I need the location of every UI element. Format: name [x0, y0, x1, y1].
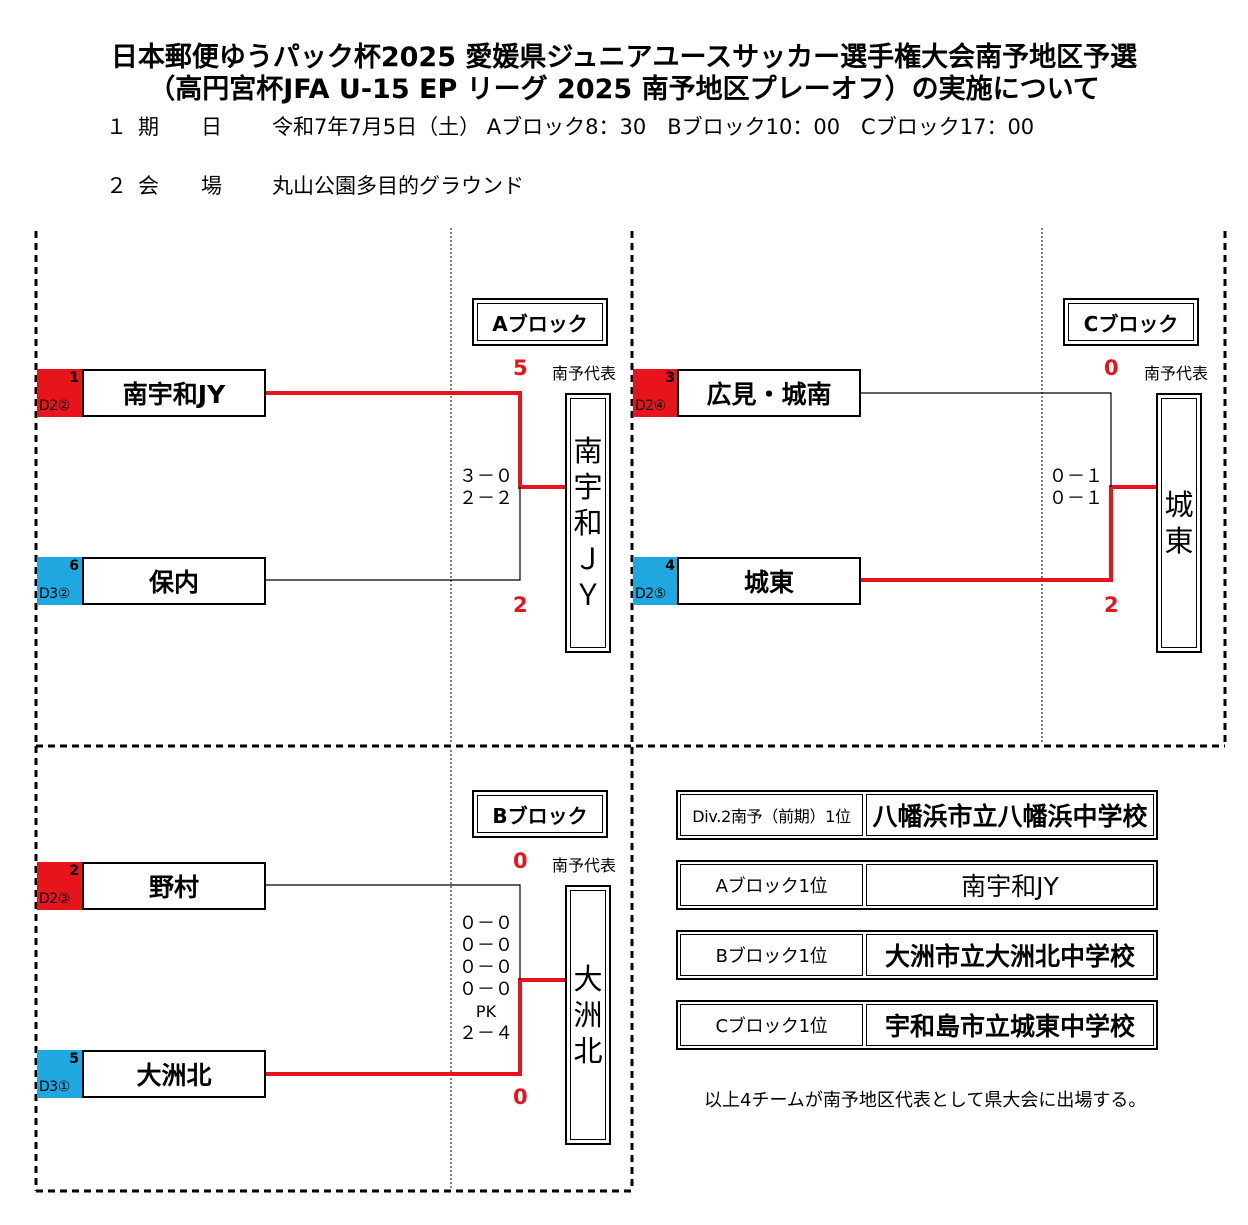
block-b-top-seed: 2 D2③	[37, 862, 83, 910]
block-a-bottom-team: 保内	[82, 557, 266, 605]
summary-row-div2: Div.2南予（前期）1位 八幡浜市立八幡浜中学校	[676, 790, 1158, 840]
block-b-top-team: 野村	[82, 862, 266, 910]
block-a-bottom-seed: 6 D3②	[37, 557, 83, 605]
block-c-rep-label: 南予代表	[1144, 364, 1209, 383]
date-label: 期 日	[138, 115, 222, 139]
block-b-top-score: 0	[513, 849, 528, 873]
block-b-period-scores: ０－０ ０－０ ０－０ ０－０ PK ２－４	[459, 913, 513, 1044]
summary-label: Cブロック1位	[680, 1004, 863, 1046]
block-a-top-seed: 1 D2②	[37, 369, 83, 417]
block-c-top-team: 広見・城南	[677, 369, 861, 417]
block-b-rep-label: 南予代表	[552, 856, 617, 875]
title-line-2: （高円宮杯JFA U-15 EP リーグ 2025 南予地区プレーオフ）の実施に…	[148, 74, 1100, 105]
block-a-top-score: 5	[513, 356, 528, 380]
summary-label: Aブロック1位	[680, 864, 863, 906]
block-c-bottom-seed: 4 D2⑤	[633, 557, 679, 605]
block-c-lines	[861, 392, 1156, 582]
block-a-winner: 南 宇 和 Ｊ Ｙ	[565, 393, 611, 653]
block-b-lose-path	[265, 884, 521, 980]
block-a-rep-label: 南予代表	[552, 364, 617, 383]
summary-value: 宇和島市立城東中学校	[866, 1004, 1154, 1046]
block-c-win-path	[861, 485, 1156, 582]
summary-value: 大洲市立大洲北中学校	[866, 934, 1154, 976]
block-b-bottom-team: 大洲北	[82, 1050, 266, 1098]
block-b-win-path	[265, 978, 565, 1076]
block-c-lose-path	[861, 392, 1112, 487]
block-a-top-team: 南宇和JY	[82, 369, 266, 417]
block-c-bottom-team: 城東	[677, 557, 861, 605]
block-c-period-scores: ０－１ ０－１	[1049, 466, 1103, 509]
summary-value: 南宇和JY	[866, 864, 1154, 906]
summary-label: Bブロック1位	[680, 934, 863, 976]
summary-value: 八幡浜市立八幡浜中学校	[866, 794, 1154, 836]
block-b-lines	[265, 884, 565, 1076]
summary-row-block-b: Bブロック1位 大洲市立大洲北中学校	[676, 930, 1158, 980]
block-c-top-score: 0	[1104, 356, 1119, 380]
title-line-1: 日本郵便ゆうパック杯2025 愛媛県ジュニアユースサッカー選手権大会南予地区予選	[110, 42, 1138, 73]
block-c-label: Cブロック	[1063, 298, 1199, 346]
summary-note: 以上4チームが南予地区代表として県大会に出場する。	[704, 1090, 1147, 1111]
summary-row-block-c: Cブロック1位 宇和島市立城東中学校	[676, 1000, 1158, 1050]
block-b-label: Bブロック	[472, 790, 608, 838]
block-a-lines	[265, 391, 565, 581]
block-a-win-path	[265, 391, 565, 489]
venue-label: 会 場	[138, 174, 222, 198]
summary-row-block-a: Aブロック1位 南宇和JY	[676, 860, 1158, 910]
block-a-bottom-score: 2	[513, 593, 528, 617]
block-b-bottom-seed: 5 D3①	[37, 1050, 83, 1098]
dotted-guides	[450, 228, 1043, 1190]
block-a-period-scores: ３－０ ２－２	[459, 466, 513, 509]
block-b-winner: 大 洲 北	[565, 885, 611, 1145]
venue-value: 丸山公園多目的グラウンド	[272, 174, 524, 198]
date-value: 令和7年7月5日（土） Aブロック8：30 Bブロック10：00 Cブロック17…	[272, 115, 1035, 139]
venue-number: ２	[106, 174, 127, 198]
block-b-bottom-score: 0	[513, 1085, 528, 1109]
block-c-bottom-score: 2	[1104, 593, 1119, 617]
block-a-label: Aブロック	[472, 298, 608, 346]
dashed-frames	[34, 231, 1227, 1193]
block-c-top-seed: 3 D2④	[633, 369, 679, 417]
block-a-lose-path	[265, 487, 521, 581]
summary-label: Div.2南予（前期）1位	[680, 794, 863, 836]
block-c-winner: 城 東	[1156, 393, 1202, 653]
date-number: １	[106, 115, 127, 139]
